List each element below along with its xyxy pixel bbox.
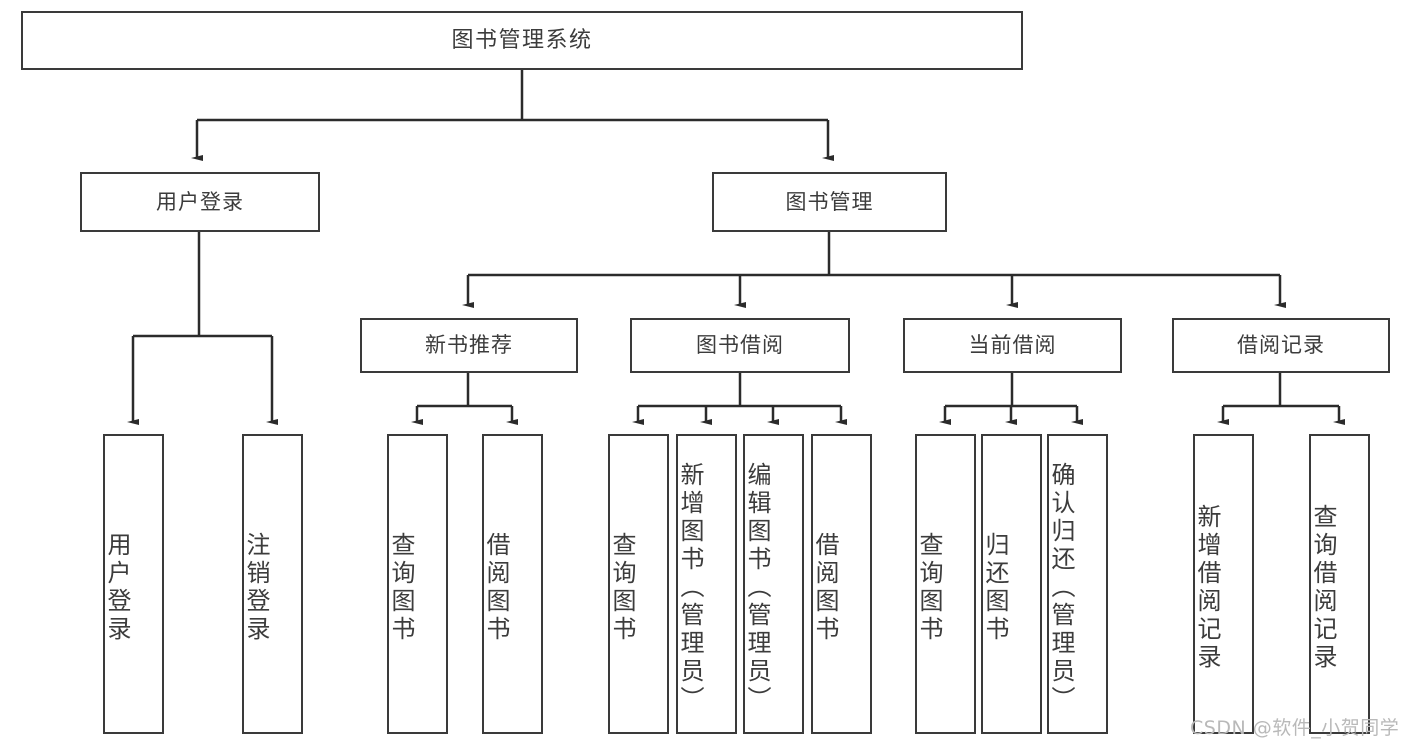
node-leaf-user-login-label: 用户登录 bbox=[103, 532, 131, 644]
node-new-book-recommend-label: 新书推荐 bbox=[425, 333, 513, 358]
node-leaf-return-book-label: 归还图书 bbox=[981, 532, 1009, 644]
node-leaf-edit-book-label: 编辑图书（管理员） bbox=[743, 462, 771, 714]
node-user-login[interactable]: 用户登录 bbox=[80, 172, 320, 232]
node-leaf-add-record[interactable]: 新增借阅记录 bbox=[1193, 434, 1254, 734]
node-leaf-query-book-1[interactable]: 查询图书 bbox=[387, 434, 448, 734]
node-user-login-label: 用户登录 bbox=[156, 189, 244, 214]
node-leaf-return-book[interactable]: 归还图书 bbox=[981, 434, 1042, 734]
node-leaf-query-book-2-label: 查询图书 bbox=[608, 532, 636, 644]
node-leaf-borrow-book-2-label: 借阅图书 bbox=[811, 532, 839, 644]
node-leaf-confirm-return-label: 确认归还（管理员） bbox=[1047, 462, 1075, 714]
node-root-label: 图书管理系统 bbox=[451, 27, 593, 53]
node-leaf-user-login[interactable]: 用户登录 bbox=[103, 434, 164, 734]
node-book-borrow[interactable]: 图书借阅 bbox=[630, 318, 850, 373]
node-book-borrow-label: 图书借阅 bbox=[696, 333, 784, 358]
node-leaf-query-book-1-label: 查询图书 bbox=[387, 532, 415, 644]
node-leaf-query-book-3-label: 查询图书 bbox=[915, 532, 943, 644]
node-new-book-recommend[interactable]: 新书推荐 bbox=[360, 318, 578, 373]
node-borrow-record-label: 借阅记录 bbox=[1237, 333, 1325, 358]
node-current-borrow[interactable]: 当前借阅 bbox=[903, 318, 1122, 373]
node-leaf-query-book-2[interactable]: 查询图书 bbox=[608, 434, 669, 734]
node-leaf-borrow-book-1-label: 借阅图书 bbox=[482, 532, 510, 644]
node-leaf-query-record[interactable]: 查询借阅记录 bbox=[1309, 434, 1370, 734]
node-leaf-edit-book[interactable]: 编辑图书（管理员） bbox=[743, 434, 804, 734]
node-leaf-user-logout[interactable]: 注销登录 bbox=[242, 434, 303, 734]
node-leaf-borrow-book-2[interactable]: 借阅图书 bbox=[811, 434, 872, 734]
node-root[interactable]: 图书管理系统 bbox=[21, 11, 1023, 70]
watermark-text: CSDN @软件_小贺同学 bbox=[1190, 717, 1400, 739]
node-leaf-borrow-book-1[interactable]: 借阅图书 bbox=[482, 434, 543, 734]
node-leaf-query-record-label: 查询借阅记录 bbox=[1309, 504, 1337, 672]
node-leaf-add-book-label: 新增图书（管理员） bbox=[676, 462, 704, 714]
node-leaf-user-logout-label: 注销登录 bbox=[242, 532, 270, 644]
node-leaf-query-book-3[interactable]: 查询图书 bbox=[915, 434, 976, 734]
node-current-borrow-label: 当前借阅 bbox=[968, 333, 1057, 358]
node-book-manage[interactable]: 图书管理 bbox=[712, 172, 947, 232]
node-leaf-add-record-label: 新增借阅记录 bbox=[1193, 504, 1221, 672]
node-leaf-add-book[interactable]: 新增图书（管理员） bbox=[676, 434, 737, 734]
node-leaf-confirm-return[interactable]: 确认归还（管理员） bbox=[1047, 434, 1108, 734]
node-book-manage-label: 图书管理 bbox=[785, 189, 874, 214]
node-borrow-record[interactable]: 借阅记录 bbox=[1172, 318, 1390, 373]
